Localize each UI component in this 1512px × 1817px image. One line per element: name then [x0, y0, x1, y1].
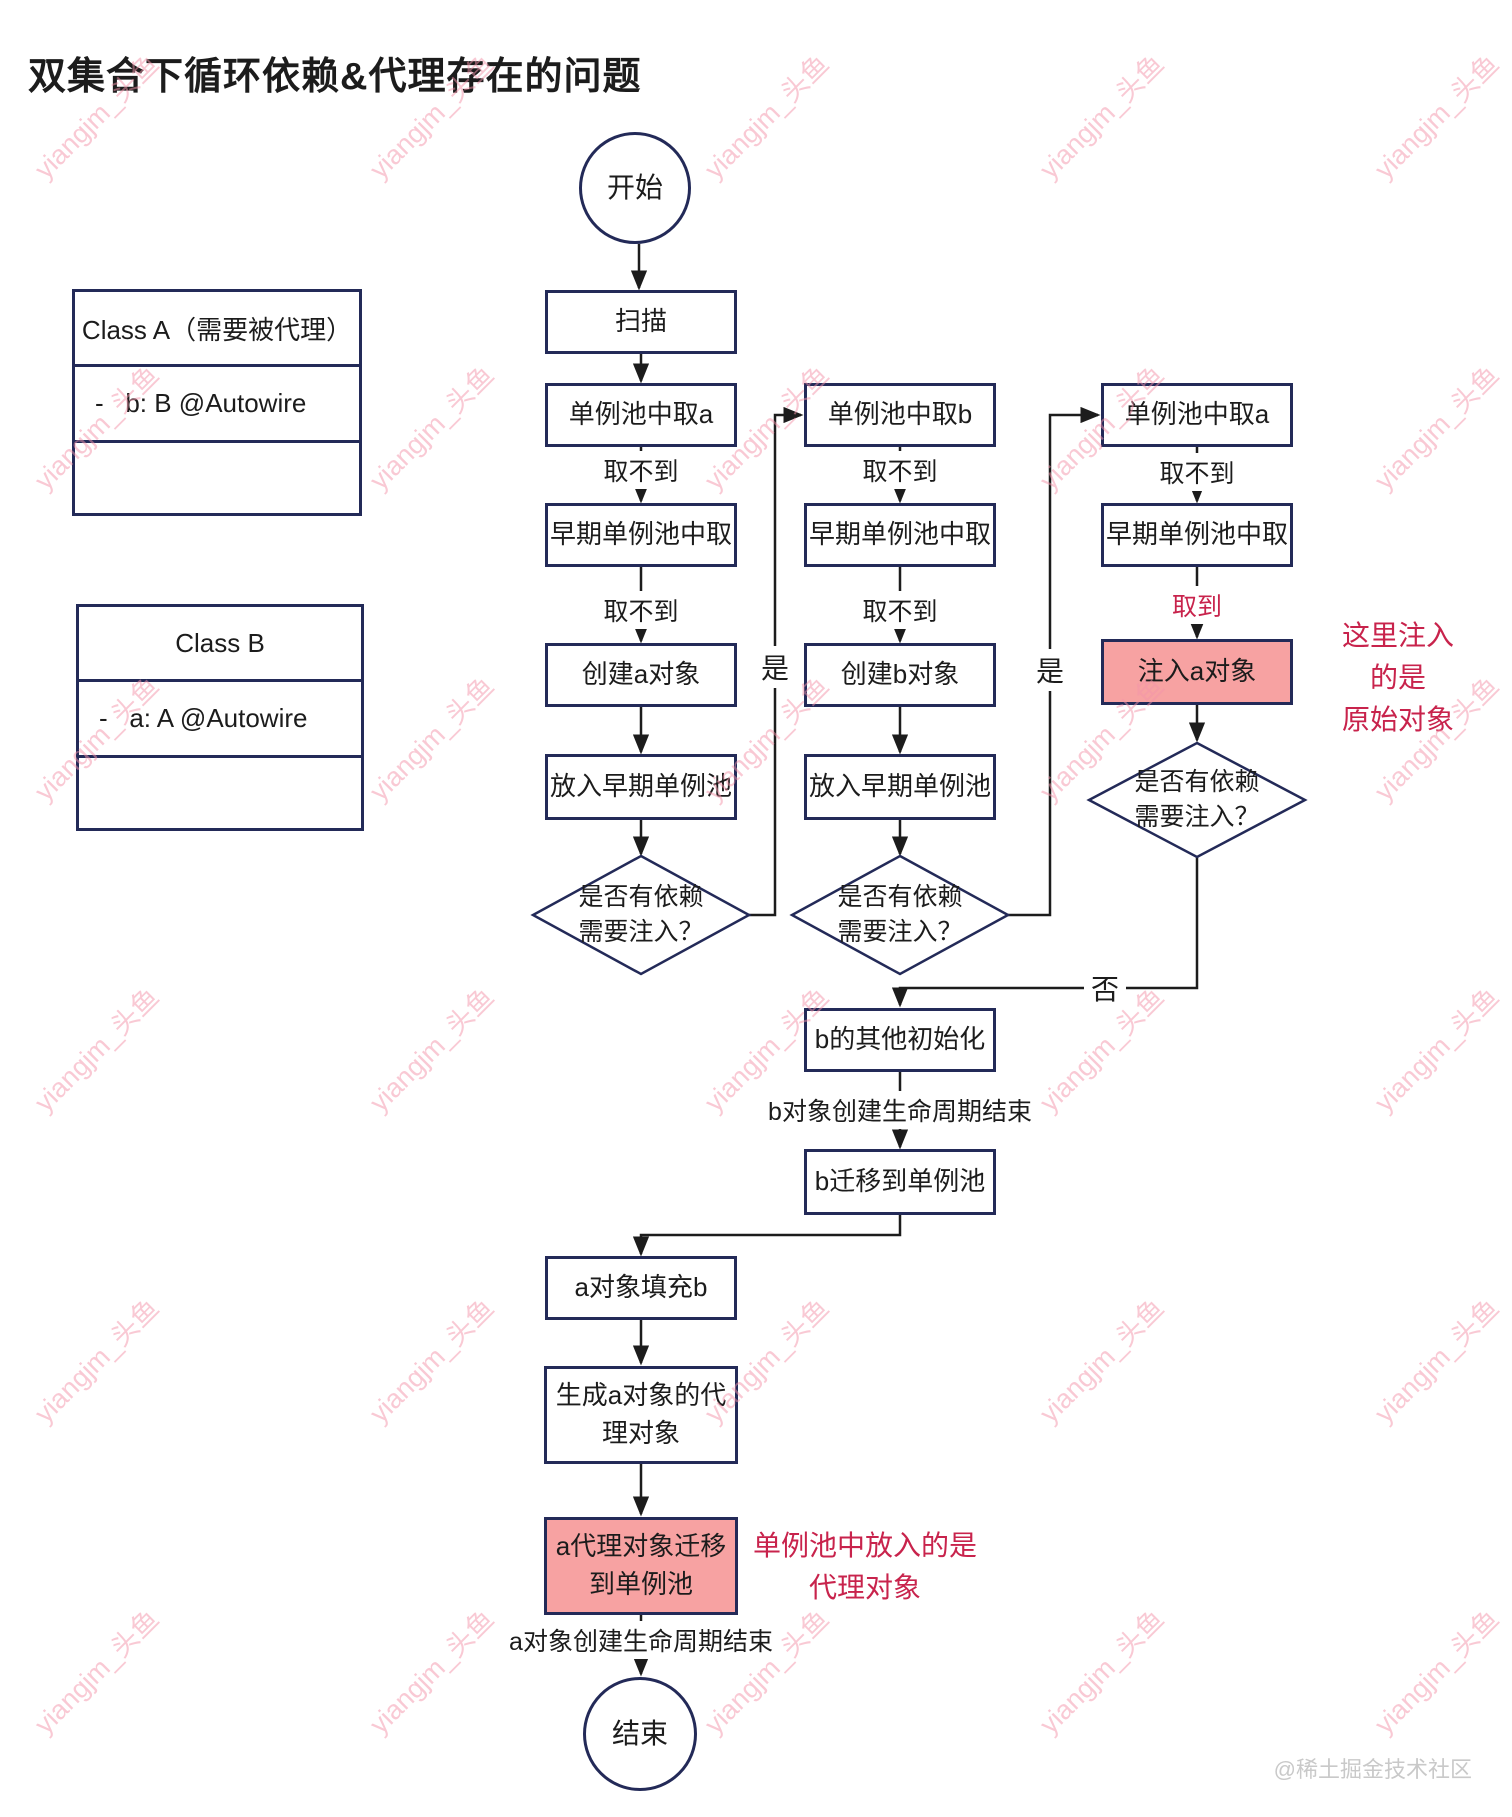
- node-dep-check-a: [530, 854, 752, 976]
- node-label-dep-check-a2: 是否有依赖 需要注入？: [1134, 768, 1260, 831]
- node-proxy-migrate: a代理对象迁移 到单例池: [544, 1517, 738, 1615]
- node-put-a-early: 放入早期单例池: [545, 754, 737, 820]
- lbl-a-lifecycle-end: a对象创建生命周期结束: [502, 1621, 780, 1659]
- credit-watermark: @稀土掘金技术社区: [1273, 1757, 1472, 1782]
- node-inject-a: 注入a对象: [1101, 639, 1293, 705]
- class-a-row-2: [75, 440, 359, 513]
- node-label-dep-check-b: 是否有依赖 需要注入？: [837, 883, 963, 946]
- node-b-other-init: b的其他初始化: [804, 1008, 996, 1072]
- node-get-a2-early: 早期单例池中取: [1101, 503, 1293, 567]
- node-label-dep-check-a: 是否有依赖 需要注入？: [578, 883, 704, 946]
- node-get-a2-singleton: 单例池中取a: [1101, 383, 1293, 447]
- edge-check-a2-no-to-b-init: [891, 857, 1199, 1008]
- node-start: 开始: [579, 132, 691, 244]
- lbl-a-miss-2: 取不到: [596, 591, 686, 629]
- node-dep-check-a2: [1086, 741, 1308, 859]
- lbl-yes-1: 是: [753, 646, 797, 688]
- node-end: 结束: [583, 1677, 697, 1791]
- node-get-a-early: 早期单例池中取: [545, 503, 737, 567]
- node-create-b: 创建b对象: [804, 643, 996, 707]
- page-title: 双集合下循环依赖&代理存在的问题: [28, 56, 642, 99]
- node-get-b-early: 早期单例池中取: [804, 503, 996, 567]
- node-a-fill-b: a对象填充b: [545, 1256, 737, 1320]
- lbl-yes-2: 是: [1028, 649, 1072, 691]
- node-get-a-singleton: 单例池中取a: [545, 383, 737, 447]
- node-scan: 扫描: [545, 290, 737, 354]
- class-a-row-1: - b: B @Autowire: [75, 364, 359, 440]
- class-a: Class A（需要被代理） - b: B @Autowire: [72, 289, 362, 516]
- node-gen-a-proxy: 生成a对象的代 理对象: [544, 1366, 738, 1464]
- edge-b-migrate-to-a-fill: [632, 1215, 902, 1257]
- lbl-b-miss-1: 取不到: [855, 451, 945, 489]
- node-get-b-singleton: 单例池中取b: [804, 383, 996, 447]
- class-b: Class B - a: A @Autowire: [76, 604, 364, 831]
- class-b-row-1: - a: A @Autowire: [79, 679, 361, 755]
- annotation-original: 这里注入的是 原始对象: [1341, 620, 1454, 735]
- node-dep-check-b: [789, 854, 1011, 976]
- node-put-b-early: 放入早期单例池: [804, 754, 996, 820]
- node-create-a: 创建a对象: [545, 643, 737, 707]
- lbl-b-lifecycle-end: b对象创建生命周期结束: [761, 1091, 1039, 1129]
- lbl-b-miss-2: 取不到: [855, 591, 945, 629]
- class-b-row-2: [79, 755, 361, 828]
- class-b-row-0: Class B: [175, 627, 265, 658]
- lbl-a2-miss: 取不到: [1152, 453, 1242, 491]
- lbl-a2-hit: 取到: [1164, 586, 1230, 624]
- class-a-row-0: Class A（需要被代理）: [81, 314, 353, 345]
- annotation-proxy: 单例池中放入的是 代理对象: [752, 1530, 978, 1603]
- lbl-no-1: 否: [1083, 967, 1127, 1009]
- lbl-a-miss-1: 取不到: [596, 451, 686, 489]
- node-b-migrate: b迁移到单例池: [804, 1149, 996, 1215]
